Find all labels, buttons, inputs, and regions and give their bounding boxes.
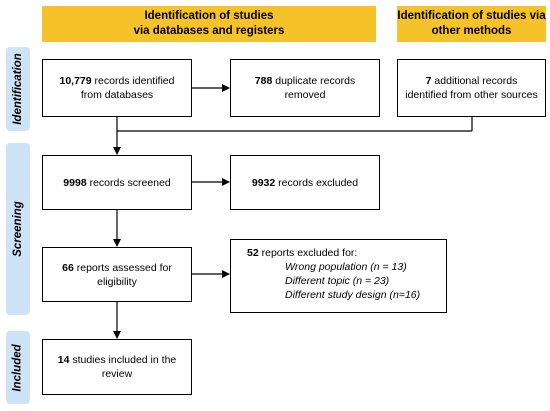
text-from-databases: from databases	[80, 89, 154, 101]
text-identified-other: identified from other sources	[405, 89, 538, 101]
box-records-excluded: 9932 records excluded	[230, 155, 380, 210]
text-assessed: reports assessed for	[73, 261, 172, 274]
count-records-identified: 10,779	[59, 75, 92, 87]
reason-different-topic: Different topic (n = 23)	[285, 275, 390, 287]
text-eligibility: eligibility	[97, 275, 137, 288]
text-removed: removed	[284, 89, 326, 101]
count-screened: 9998	[63, 176, 87, 189]
text-other-sources: additional records	[431, 75, 518, 87]
box-duplicate-records: 788 duplicate records removed	[230, 59, 380, 117]
reason-wrong-population: Wrong population (n = 13)	[285, 261, 407, 273]
reason-different-design: Different study design (n=16)	[285, 289, 421, 301]
box-other-sources: 7 additional records identified from oth…	[397, 59, 546, 117]
phase-bar-identification: Identification	[6, 47, 30, 131]
header-other-line1: Identification of studies via	[397, 10, 546, 22]
box-reports-assessed: 66 reports assessed for eligibility	[42, 247, 192, 302]
count-included: 14	[57, 354, 70, 366]
header-other-methods: Identification of studies via other meth…	[397, 6, 546, 42]
count-duplicates: 788	[254, 75, 273, 87]
text-reports-excluded: reports excluded for:	[258, 247, 358, 259]
box-records-identified-databases: 10,779 records identified from databases	[42, 59, 192, 117]
phase-bar-screening: Screening	[6, 143, 30, 315]
count-reports-excluded: 52	[247, 247, 259, 259]
text-review: review	[101, 368, 133, 380]
text-screened: records screened	[86, 176, 171, 189]
count-assessed: 66	[62, 261, 74, 274]
header-databases: Identification of studies via databases …	[42, 6, 376, 42]
count-excluded: 9932	[251, 176, 276, 189]
header-other-line2: other methods	[431, 25, 512, 37]
header-databases-line1: Identification of studies	[144, 10, 274, 22]
text-records-identified: records identified	[91, 75, 175, 87]
box-reports-excluded: 52 reports excluded for: Wrong populatio…	[230, 239, 447, 313]
phase-bar-included: Included	[6, 331, 30, 404]
text-excluded: records excluded	[275, 176, 359, 189]
header-databases-line2: via databases and registers	[133, 25, 285, 37]
box-studies-included: 14 studies included in the review	[42, 339, 192, 395]
text-duplicates: duplicate records	[272, 75, 356, 87]
text-included: studies included in the	[69, 354, 177, 366]
count-other-sources: 7	[425, 75, 432, 87]
box-records-screened: 9998 records screened	[42, 155, 192, 210]
